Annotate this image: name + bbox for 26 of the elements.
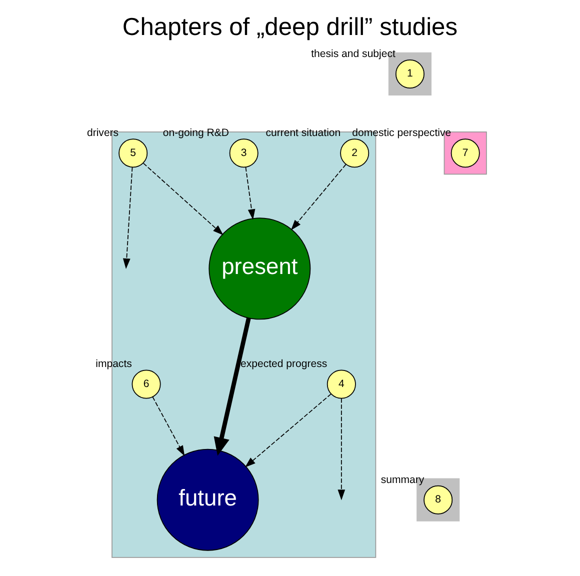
arrow <box>244 394 332 468</box>
node-circle: future <box>156 448 259 551</box>
node-circle: 6 <box>132 370 161 399</box>
node-circle: 3 <box>229 138 258 168</box>
node-label: impacts <box>96 358 132 370</box>
node-label: thesis and subject <box>311 48 396 60</box>
node-label: drivers <box>86 127 119 140</box>
node-label: on-going R&D <box>162 127 230 140</box>
arrow <box>152 396 185 456</box>
arrow <box>122 166 133 270</box>
arrow <box>290 164 346 230</box>
arrow <box>245 166 256 220</box>
node-circle: 7 <box>450 138 480 168</box>
node-circle: 5 <box>118 138 148 168</box>
node-circle: 4 <box>326 370 356 399</box>
arrow <box>143 162 224 236</box>
node-label: current situation <box>266 127 341 140</box>
node-label: domestic perspective <box>352 127 452 140</box>
diagram-title: Chapters of „deep drill” studies <box>122 14 458 41</box>
arrow <box>338 398 346 500</box>
node-circle: 2 <box>340 138 370 168</box>
arrow <box>214 318 251 456</box>
node-label: summary <box>380 474 424 486</box>
node-label: expected progress <box>240 358 328 370</box>
node-circle: 8 <box>424 485 453 514</box>
node-circle: 1 <box>395 59 424 88</box>
